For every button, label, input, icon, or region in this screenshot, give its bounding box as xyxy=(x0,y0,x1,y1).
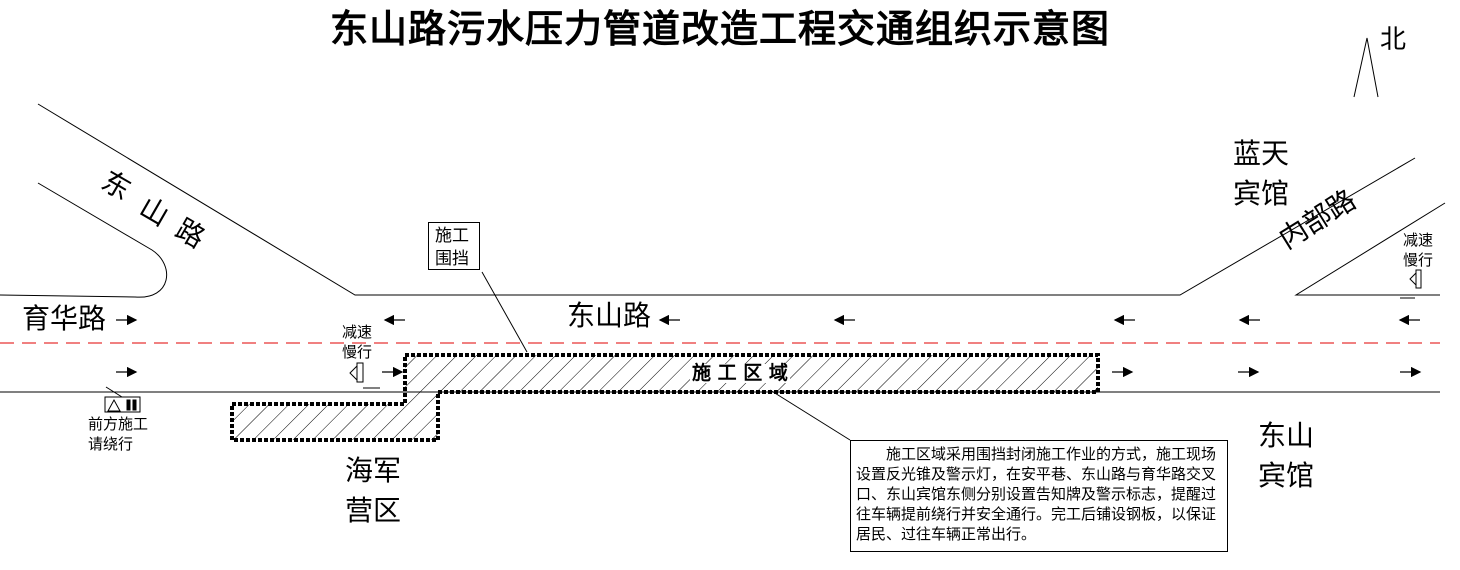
north-arrow-icon xyxy=(1353,37,1379,98)
note-box: 施工区域采用围挡封闭施工作业的方式，施工现场设置反光锥及警示灯，在安平巷、东山路… xyxy=(850,440,1228,552)
slow-sign-left-2: 慢行 xyxy=(342,343,373,361)
slow-sign-right-1: 减速 xyxy=(1403,231,1434,249)
neibu-road-edge xyxy=(1294,202,1446,296)
detour-sign-2: 请绕行 xyxy=(88,435,134,453)
construction-zone xyxy=(230,353,1100,442)
place-lantian-2: 宾馆 xyxy=(1233,177,1290,210)
construction-zone-label: 施 工 区 域 xyxy=(690,362,790,384)
place-dongshan-hotel-2: 宾馆 xyxy=(1258,459,1315,492)
place-haijun-2: 营区 xyxy=(345,494,402,527)
detour-sign-icon xyxy=(104,396,141,413)
place-dongshan-hotel-1: 东山 xyxy=(1258,419,1315,452)
slow-sign-right-2: 慢行 xyxy=(1403,251,1434,269)
slow-sign-icon xyxy=(349,362,364,383)
dongshan-road-inner-edge xyxy=(0,182,168,298)
fence-label-1: 施工 xyxy=(435,226,469,246)
slow-sign-left-label: 减速 慢行 xyxy=(342,322,372,362)
place-haijun-1: 海军 xyxy=(345,454,402,487)
slow-sign-left-1: 减速 xyxy=(342,323,373,341)
dongshan-road-outer-edge xyxy=(37,103,1416,296)
place-lantian-1: 蓝天 xyxy=(1233,137,1290,170)
detour-sign-1: 前方施工 xyxy=(88,415,149,433)
road-label-dongshan: 东山路 xyxy=(567,299,652,332)
traffic-arrows xyxy=(116,314,1422,378)
detour-sign-label: 前方施工 请绕行 xyxy=(88,414,148,454)
slow-sign-icon xyxy=(1409,269,1422,289)
road-label-yuhua: 育华路 xyxy=(22,302,107,335)
fence-label-2: 围挡 xyxy=(435,249,469,269)
north-label: 北 xyxy=(1380,25,1407,55)
slow-sign-right-label: 减速 慢行 xyxy=(1403,230,1433,270)
page-title: 东山路污水压力管道改造工程交通组织示意图 xyxy=(329,6,1110,51)
fence-label-box: 施工 围挡 xyxy=(428,222,480,270)
